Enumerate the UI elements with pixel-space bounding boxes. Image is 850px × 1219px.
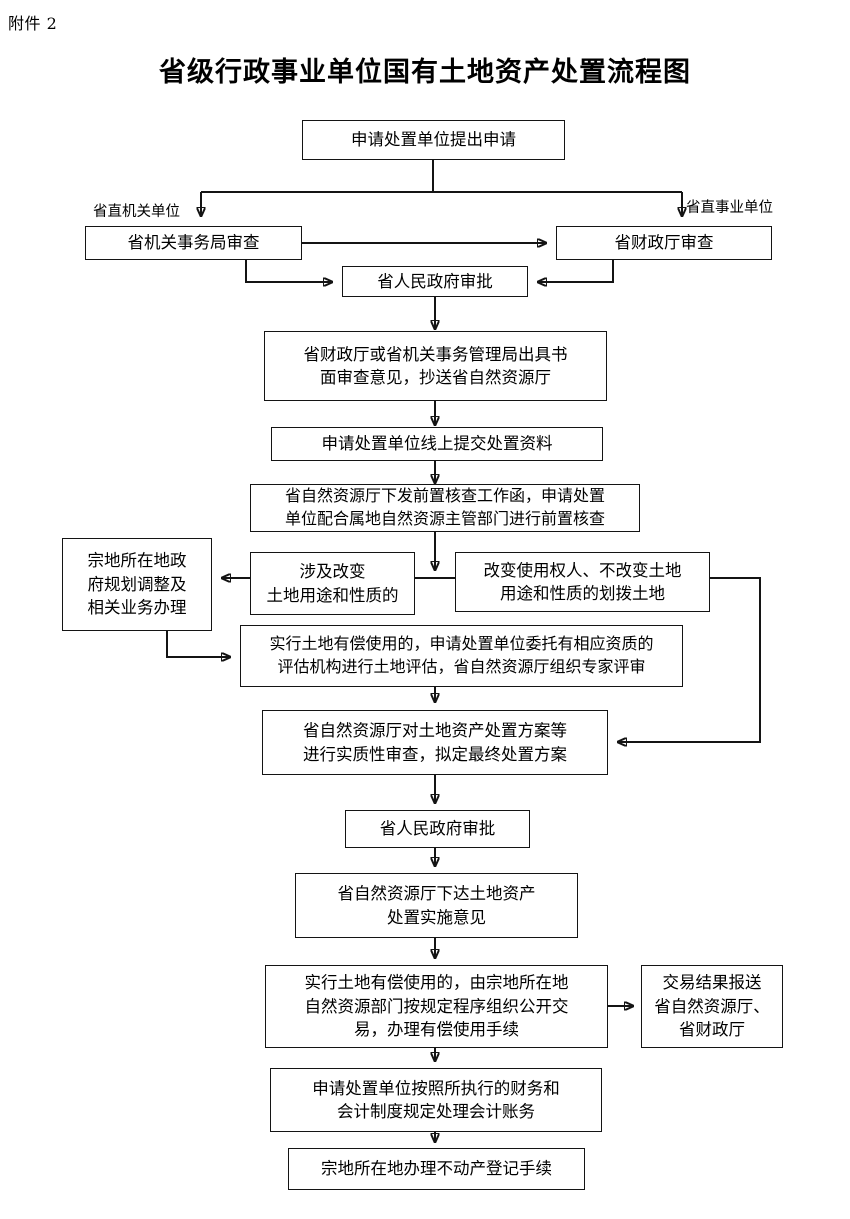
node-change-use[interactable]: 涉及改变 土地用途和性质的: [250, 552, 415, 615]
node-org-review[interactable]: 省机关事务局审查: [85, 226, 302, 260]
page-title: 省级行政事业单位国有土地资产处置流程图: [159, 57, 691, 88]
node-paid-use-eval[interactable]: 实行土地有偿使用的，申请处置单位委托有相应资质的 评估机构进行土地评估，省自然资…: [240, 625, 683, 687]
node-local-gov-plan[interactable]: 宗地所在地政 府规划调整及 相关业务办理: [62, 538, 212, 631]
node-substantive-review[interactable]: 省自然资源厅对土地资产处置方案等 进行实质性审查，拟定最终处置方案: [262, 710, 608, 775]
node-apply[interactable]: 申请处置单位提出申请: [302, 120, 565, 160]
attachment-label: 附件 2: [8, 14, 58, 33]
edge-label-branch-left: 省直机关单位: [93, 204, 180, 220]
node-public-trade[interactable]: 实行土地有偿使用的，由宗地所在地 自然资源部门按规定程序组织公开交 易，办理有偿…: [265, 965, 608, 1048]
node-report-result[interactable]: 交易结果报送 省自然资源厅、 省财政厅: [641, 965, 783, 1048]
node-change-holder[interactable]: 改变使用权人、不改变土地 用途和性质的划拨土地: [455, 552, 710, 612]
node-registration[interactable]: 宗地所在地办理不动产登记手续: [288, 1148, 585, 1190]
node-finance-review[interactable]: 省财政厅审查: [556, 226, 772, 260]
node-pre-check[interactable]: 省自然资源厅下发前置核查工作函，申请处置 单位配合属地自然资源主管部门进行前置核…: [250, 484, 640, 532]
node-gov-approval-2[interactable]: 省人民政府审批: [345, 810, 530, 848]
node-online-submit[interactable]: 申请处置单位线上提交处置资料: [271, 427, 603, 461]
node-issue-opinion[interactable]: 省自然资源厅下达土地资产 处置实施意见: [295, 873, 578, 938]
node-accounting[interactable]: 申请处置单位按照所执行的财务和 会计制度规定处理会计账务: [270, 1068, 602, 1132]
node-written-opinion[interactable]: 省财政厅或省机关事务管理局出具书 面审查意见，抄送省自然资源厅: [264, 331, 607, 401]
node-gov-approval-1[interactable]: 省人民政府审批: [342, 266, 528, 297]
edge-label-branch-right: 省直事业单位: [686, 200, 773, 216]
